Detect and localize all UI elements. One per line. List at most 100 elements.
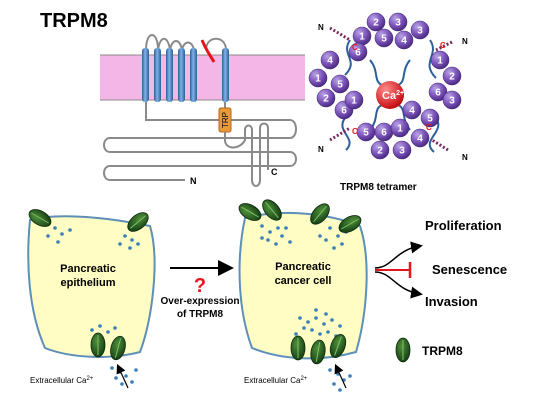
n-terminus-label: N <box>462 153 468 162</box>
calcium-dot <box>123 234 127 238</box>
calcium-dot <box>324 238 328 242</box>
subunit-domain <box>370 140 390 160</box>
arrow-label-1: Over-expression <box>161 296 240 307</box>
calcium-dot <box>68 228 72 232</box>
calcium-dot <box>118 242 122 246</box>
subunit-number: 5 <box>381 34 387 45</box>
subunit-number: 3 <box>395 18 401 29</box>
calcium-ion <box>376 81 404 109</box>
calcium-dot <box>284 226 288 230</box>
subunit-domain <box>430 50 450 70</box>
subunit-number: 6 <box>435 88 441 99</box>
subunit-domain <box>374 28 394 48</box>
subunit-domain <box>394 30 414 50</box>
c-terminal-tail <box>224 122 269 187</box>
calcium-dot <box>302 326 306 330</box>
calcium-dot <box>318 332 322 336</box>
subunit-number: 3 <box>417 26 423 37</box>
calcium-dot <box>274 242 278 246</box>
calcium-dot <box>340 242 344 246</box>
calcium-dot <box>314 308 318 312</box>
subunit-number: 1 <box>315 74 321 85</box>
subunit-domain <box>410 20 430 40</box>
membrane <box>100 54 305 101</box>
subunit-number: 6 <box>381 128 387 139</box>
calcium-dot <box>128 246 132 250</box>
influx-arrow-right <box>334 363 347 389</box>
subunit-number: 4 <box>417 134 423 145</box>
subunit-domain <box>428 82 448 102</box>
calcium-dot <box>276 226 280 230</box>
c-terminus-label: C <box>440 41 446 50</box>
subunit-number: 1 <box>437 56 443 67</box>
calcium-dot <box>318 234 322 238</box>
extracellular-loops <box>145 34 227 51</box>
c-terminus-label: C <box>426 123 432 132</box>
calcium-dot <box>310 328 314 332</box>
arrow-label-2: of TRPM8 <box>177 309 224 320</box>
calcium-dot <box>330 318 334 322</box>
subunit-number: 1 <box>359 32 365 43</box>
right-cell-label-2: cancer cell <box>275 275 332 287</box>
outcome-proliferation: Proliferation <box>425 218 502 233</box>
calcium-dot <box>56 240 60 244</box>
calcium-dot <box>130 238 134 242</box>
n-terminus-label: N <box>190 176 197 186</box>
extracellular-label-left: Extracellular Ca2+ <box>30 376 94 385</box>
subunit-number: 3 <box>399 146 405 157</box>
calcium-dot <box>266 238 270 242</box>
calcium-dot <box>294 332 298 336</box>
subunit-number: 5 <box>427 114 433 125</box>
subunit-number: 2 <box>377 146 383 157</box>
calcium-dot <box>338 324 342 328</box>
calcium-dot <box>280 234 284 238</box>
calcium-dot <box>328 226 332 230</box>
calcium-dot <box>260 236 264 240</box>
calcium-dot <box>324 312 328 316</box>
calcium-dot <box>268 230 272 234</box>
subunit-domain <box>388 12 408 32</box>
extracellular-label-right: Extracellular Ca2+ <box>244 376 308 385</box>
outcome-invasion: Invasion <box>425 294 478 309</box>
c-terminus-label: C <box>271 167 278 177</box>
subunit-domain <box>366 12 386 32</box>
normal-cell <box>27 215 156 358</box>
transmembrane-helices <box>142 48 229 102</box>
calcium-dot <box>90 328 94 332</box>
subunit-domain <box>316 88 336 108</box>
trp-label: TRP <box>221 112 230 128</box>
calcium-dot <box>113 326 117 330</box>
question-mark: ? <box>194 275 206 297</box>
pore-loop <box>200 39 216 63</box>
subunit-number: 1 <box>397 124 403 135</box>
subunit-number: 4 <box>327 56 333 67</box>
subunit-domain <box>442 90 462 110</box>
trpm8-channels <box>28 199 362 365</box>
subunit-domain <box>390 118 410 138</box>
calcium-dot <box>260 224 264 228</box>
calcium-dot <box>134 368 138 372</box>
right-cell-label-1: Pancreatic <box>275 261 331 273</box>
subunit-domain <box>348 42 368 62</box>
calcium-dot <box>114 376 118 380</box>
left-cell-label-2: epithelium <box>60 277 115 289</box>
calcium-dot <box>348 374 352 378</box>
calcium-label: Ca2+ <box>382 90 404 102</box>
calcium-dot <box>328 368 332 372</box>
subunit-number: 2 <box>323 94 329 105</box>
calcium-dot <box>60 232 64 236</box>
subunit-number: 5 <box>363 128 369 139</box>
subunit-number: 2 <box>373 18 379 29</box>
calcium-dot <box>130 380 134 384</box>
calcium-dot <box>124 374 128 378</box>
subunit-domain <box>344 90 364 110</box>
legend-label: TRPM8 <box>422 344 463 358</box>
subunit-domain <box>402 100 422 120</box>
calcium-dot <box>322 322 326 326</box>
diagram-title: TRPM8 <box>40 10 108 32</box>
n-terminus-label: N <box>318 23 324 32</box>
tetramer-caption: TRPM8 tetramer <box>340 182 417 193</box>
left-cell-label-1: Pancreatic <box>60 263 116 275</box>
calcium-dot <box>338 388 342 392</box>
